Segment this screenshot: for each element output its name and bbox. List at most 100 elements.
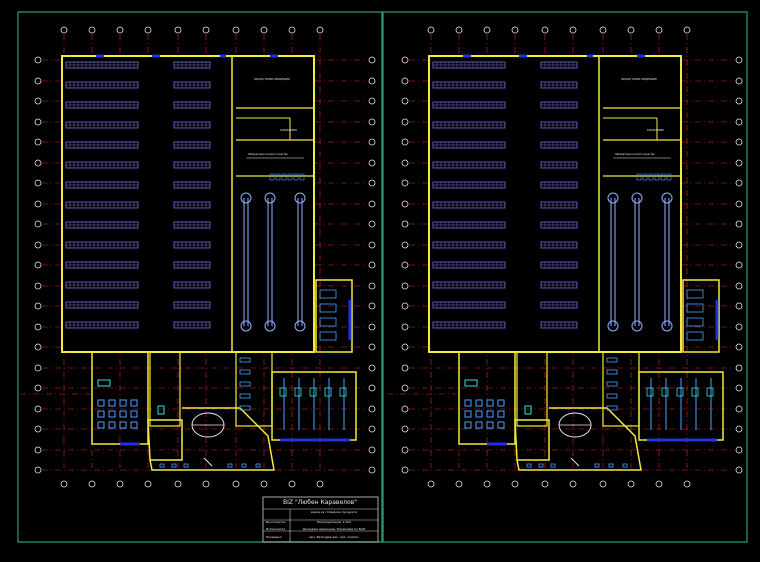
grid-bubble-right [735, 364, 743, 372]
rack-row [432, 241, 506, 249]
annex-equipment [319, 331, 337, 341]
conveyor-pulley [661, 192, 673, 204]
seat [108, 421, 116, 429]
seat [497, 421, 505, 429]
annex-outline [315, 279, 353, 353]
rack-row [65, 221, 139, 229]
grid-bubble-right [368, 425, 376, 433]
rack-row [432, 321, 506, 329]
grid-bubble-top [655, 26, 663, 34]
grid-bubble-bottom [511, 480, 519, 488]
grid-bubble-left [401, 200, 409, 208]
grid-bubble-left [401, 446, 409, 454]
entrance-bollard [159, 463, 165, 468]
seat [130, 410, 138, 418]
grid-bubble-right [368, 384, 376, 392]
grid-bubble-right [368, 118, 376, 126]
grid-bubble-bottom [627, 480, 635, 488]
shower [294, 387, 302, 397]
grid-bubble-top [60, 26, 68, 34]
lobby-outline [149, 407, 275, 471]
room-label-office: КАНЦЕЛАРИЯ [280, 129, 297, 132]
seat [97, 399, 105, 407]
entrance-bollard [594, 463, 600, 468]
grid-bubble-top [455, 26, 463, 34]
rack-row [173, 321, 211, 329]
grid-bubble-left [401, 261, 409, 269]
warehouse-outline [61, 55, 315, 353]
rack-row [65, 201, 139, 209]
grid-bubble-right [368, 179, 376, 187]
entrance-door [570, 457, 580, 467]
seat [475, 399, 483, 407]
conveyor-pulley [264, 192, 276, 204]
sheets: СКЛАД ГОТОВА ПРОДУКЦИЯ КАНЦЕЛАРИЯ Лаборато… [17, 11, 748, 543]
corridor-block [149, 351, 181, 427]
grid-bubble-left [401, 138, 409, 146]
grid-bubble-right [735, 159, 743, 167]
grid-bubble-right [368, 138, 376, 146]
rack-row [65, 181, 139, 189]
grid-bubble-left [34, 425, 42, 433]
seat [97, 421, 105, 429]
grid-bubble-left [401, 282, 409, 290]
rack-row [65, 281, 139, 289]
grid-bubble-right [735, 261, 743, 269]
rack-row [540, 261, 578, 269]
rack-row [65, 241, 139, 249]
entrance-bollard [171, 463, 177, 468]
room-label-lab: Лаборатория контрол качество [248, 153, 288, 156]
conveyor-pulley [607, 192, 619, 204]
rack-row [540, 221, 578, 229]
annex-outline [682, 279, 720, 353]
grid-bubble-bottom [541, 480, 549, 488]
grid-bubble-right [368, 77, 376, 85]
rack-row [65, 321, 139, 329]
seat [475, 410, 483, 418]
entrance-bollard [241, 463, 247, 468]
lab-bench [660, 173, 666, 181]
rack-row [65, 101, 139, 109]
rack-row [65, 121, 139, 129]
title-block-subtitle: завод за готварски продукти [311, 510, 358, 514]
rack-row [540, 161, 578, 169]
grid-bubble-left [34, 220, 42, 228]
sheet-2: СКЛАД ГОТОВА ПРОДУКЦИЯКАНЦЕЛАРИЯЛаборато… [382, 11, 748, 543]
grid-bubble-right [735, 425, 743, 433]
grid-bubble-bottom [655, 480, 663, 488]
grid-bubble-left [34, 384, 42, 392]
title-block-company: BIZ "Любен Каравелов" [283, 499, 357, 506]
room-label-store: СКЛАД ГОТОВА ПРОДУКЦИЯ [621, 78, 657, 81]
rack-row [540, 181, 578, 189]
entrance-bollard [227, 463, 233, 468]
annex-equipment [319, 317, 337, 327]
grid-bubble-right [735, 200, 743, 208]
sheet-frame [17, 11, 383, 543]
production-line [631, 192, 643, 332]
rack-row [173, 181, 211, 189]
grid-bubble-left [34, 364, 42, 372]
shower [706, 387, 714, 397]
locker [239, 369, 251, 375]
shower [661, 387, 669, 397]
lobby-west [147, 419, 183, 461]
grid-bubble-bottom [232, 480, 240, 488]
seat [108, 399, 116, 407]
grid-bubble-right [735, 343, 743, 351]
warehouse-outline [428, 55, 682, 353]
rack-row [173, 261, 211, 269]
grid-bubble-right [735, 282, 743, 290]
lab-bench [666, 173, 672, 181]
grid-bubble-bottom [144, 480, 152, 488]
locker [239, 357, 251, 363]
locker [606, 381, 618, 387]
rack-row [540, 201, 578, 209]
entrance-bollard [550, 463, 556, 468]
shower [324, 387, 332, 397]
grid-bubble-left [34, 241, 42, 249]
sheet-1: СКЛАД ГОТОВА ПРОДУКЦИЯКАНЦЕЛАРИЯЛаборато… [17, 11, 383, 543]
grid-bubble-left [34, 405, 42, 413]
grid-bubble-left [401, 466, 409, 474]
rack-row [432, 121, 506, 129]
grid-bubble-left [401, 323, 409, 331]
